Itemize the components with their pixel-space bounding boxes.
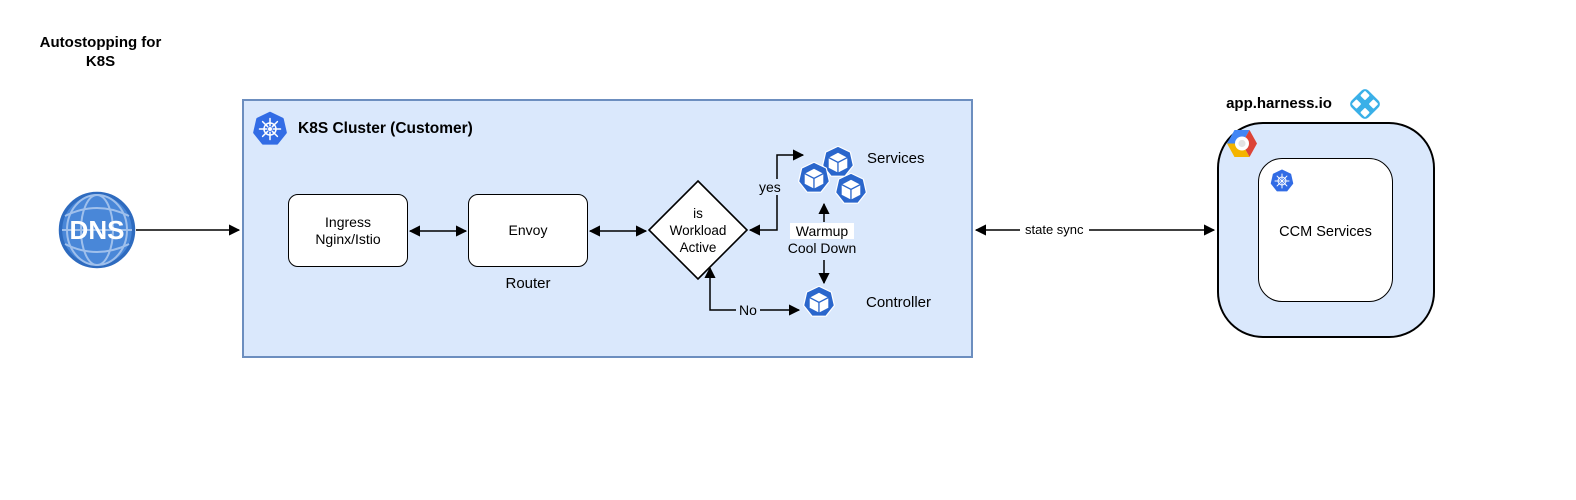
- decision-line1: is: [693, 206, 703, 221]
- ingress-node: Ingress Nginx/Istio: [288, 194, 408, 267]
- state-sync-label: state sync: [1020, 222, 1089, 237]
- kubernetes-icon: [1270, 169, 1294, 192]
- harness-icon: [1350, 89, 1380, 119]
- warmup-edge-label: Warmup: [772, 223, 872, 239]
- gcp-icon: [1227, 130, 1257, 157]
- dns-globe-icon: DNS: [58, 191, 136, 269]
- decision-line2: Workload: [669, 223, 727, 238]
- cluster-title: K8S Cluster (Customer): [298, 120, 473, 137]
- cooldown-edge-label: Cool Down: [787, 240, 857, 256]
- router-caption: Router: [505, 275, 551, 292]
- decision-line3: Active: [679, 240, 717, 255]
- diagram-title: Autostopping for K8S: [39, 34, 162, 70]
- pod-icon: [822, 145, 854, 177]
- envoy-label: Envoy: [508, 222, 548, 238]
- envoy-node: Envoy: [468, 194, 588, 267]
- dns-label: DNS: [70, 215, 125, 245]
- ccm-services-label: CCM Services: [1279, 224, 1372, 240]
- harness-domain-label: app.harness.io: [1226, 95, 1332, 112]
- yes-edge-label: yes: [757, 179, 783, 195]
- decision-node-text: is Workload Active: [648, 205, 748, 256]
- ingress-label-line1: Ingress: [325, 213, 371, 230]
- controller-label: Controller: [866, 294, 932, 311]
- ingress-label-line2: Nginx/Istio: [315, 230, 381, 247]
- services-label: Services: [867, 150, 925, 167]
- dns-node: DNS: [58, 191, 136, 269]
- kubernetes-icon: [253, 111, 287, 145]
- pod-icon: [835, 172, 867, 204]
- pod-icon: [803, 285, 835, 317]
- pod-icon: [798, 161, 830, 193]
- no-edge-label: No: [736, 302, 760, 318]
